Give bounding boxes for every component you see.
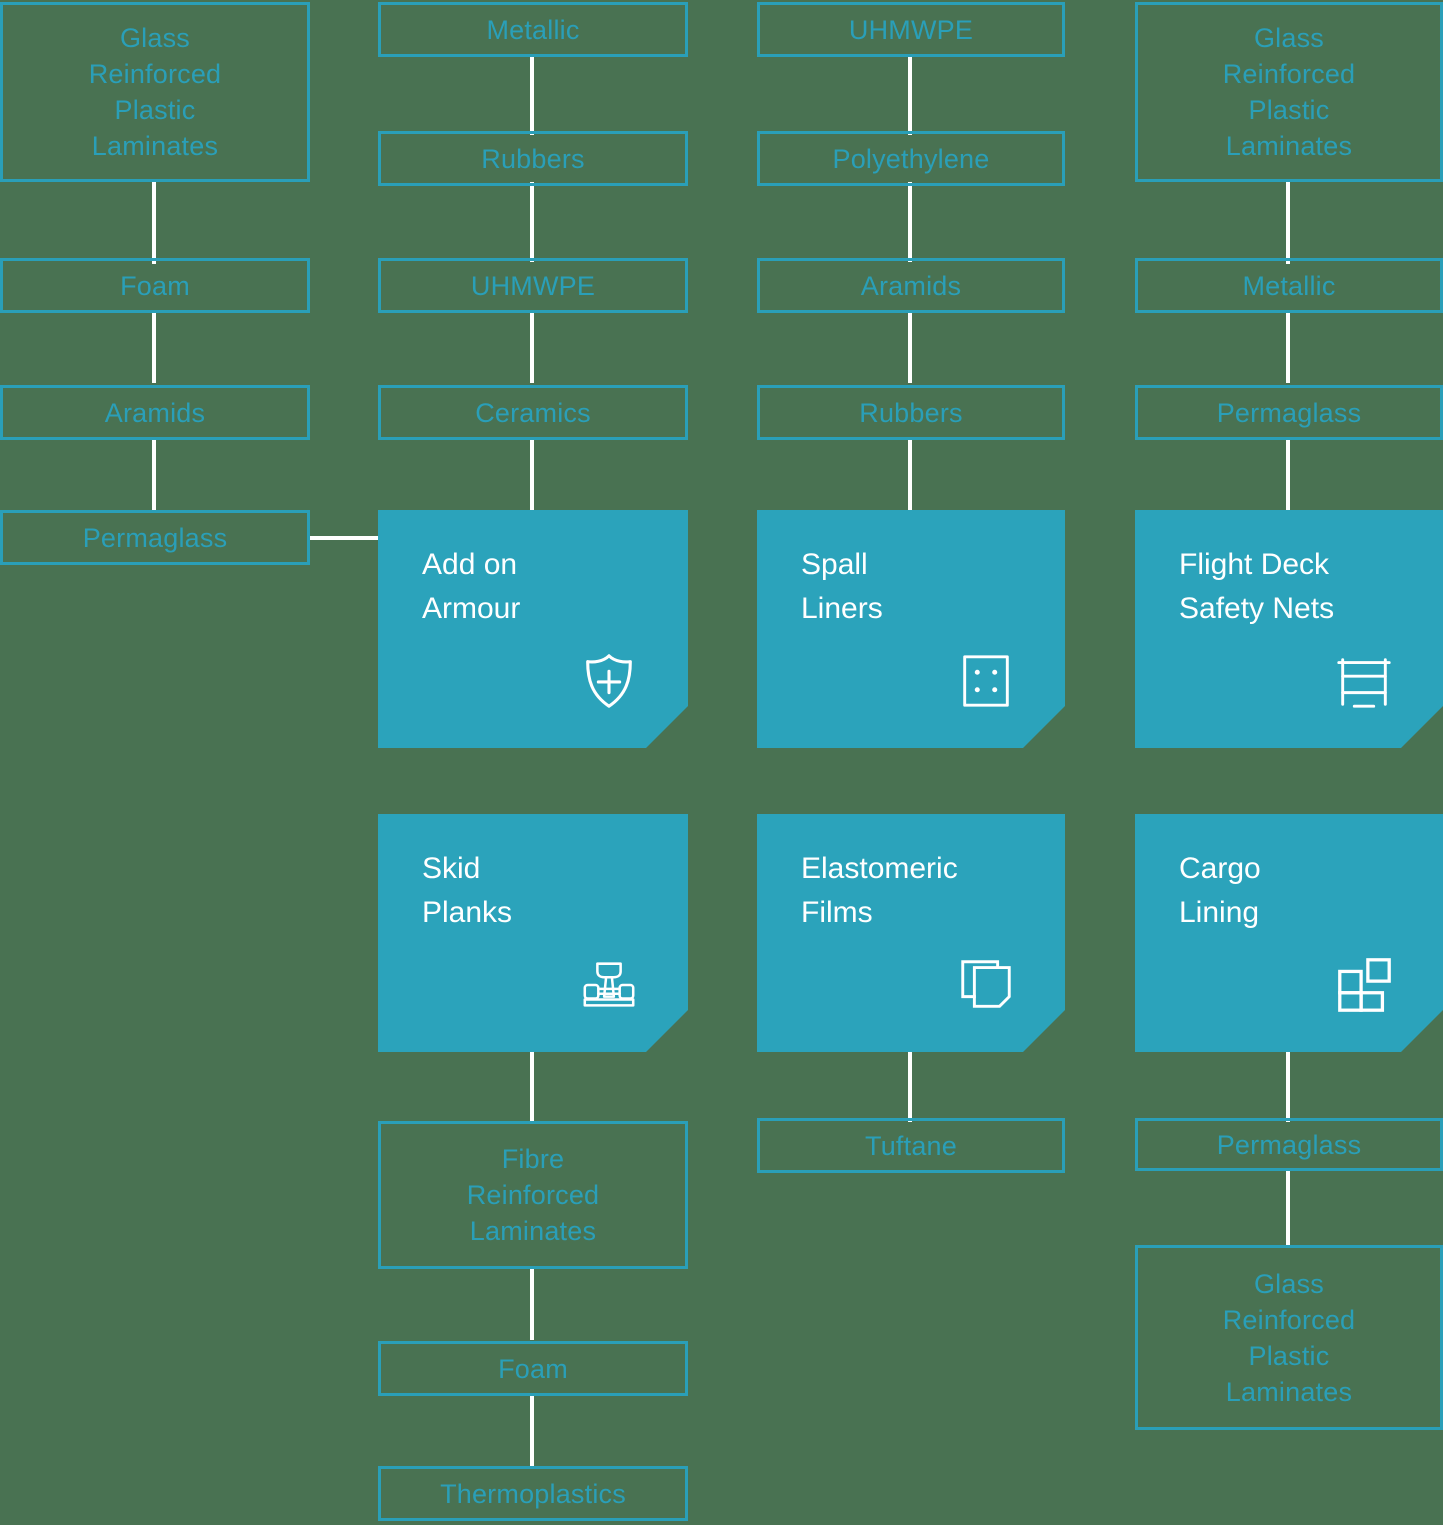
- product-card-flight-deck-safety-nets[interactable]: Flight Deck Safety Nets: [1135, 510, 1443, 748]
- product-card-title: Skid Planks: [422, 852, 513, 929]
- connector-c4-2-3: [1286, 311, 1290, 383]
- material-box-permaglass-c4-lower[interactable]: Permaglass: [1135, 1118, 1443, 1171]
- connector-c3-1-2: [908, 55, 912, 135]
- connector-c3-rubbers-to-spallliners: [908, 438, 912, 514]
- cargo-tiles-icon: [1333, 954, 1395, 1016]
- material-box-tuftane[interactable]: Tuftane: [757, 1118, 1065, 1173]
- safety-net-icon: [1333, 650, 1395, 712]
- product-card-title: Add on Armour: [422, 548, 521, 625]
- shield-plus-icon: [578, 650, 640, 712]
- material-box-permaglass[interactable]: Permaglass: [0, 510, 310, 565]
- product-card-add-on-armour[interactable]: Add on Armour: [378, 510, 688, 748]
- connector-c2-3-4: [530, 311, 534, 383]
- material-box-rubbers[interactable]: Rubbers: [378, 131, 688, 186]
- product-card-title: Spall Liners: [801, 548, 883, 625]
- film-sheets-icon: [955, 954, 1017, 1016]
- product-card-spall-liners[interactable]: Spall Liners: [757, 510, 1065, 748]
- material-box-metallic-c4[interactable]: Metallic: [1135, 258, 1443, 313]
- material-box-permaglass-c4[interactable]: Permaglass: [1135, 385, 1443, 440]
- connector-c2-fibre-to-foam: [530, 1266, 534, 1340]
- material-box-ceramics[interactable]: Ceramics: [378, 385, 688, 440]
- connector-c1-2-3: [152, 311, 156, 383]
- connector-c2-skidplanks-to-fibre: [530, 1048, 534, 1124]
- spall-liner-icon: [955, 650, 1017, 712]
- material-box-aramids[interactable]: Aramids: [0, 385, 310, 440]
- connector-c4-cargolining-to-permaglass: [1286, 1048, 1290, 1122]
- connector-c2-1-2: [530, 55, 534, 135]
- material-box-uhmwpe[interactable]: UHMWPE: [378, 258, 688, 313]
- product-card-title: Flight Deck Safety Nets: [1179, 548, 1335, 625]
- connector-c3-2-3: [908, 182, 912, 262]
- connector-c4-permaglass-to-flightdeck: [1286, 438, 1290, 514]
- connector-c3-films-to-tuftane: [908, 1048, 912, 1122]
- connector-c3-3-4: [908, 311, 912, 383]
- material-box-foam-lower[interactable]: Foam: [378, 1341, 688, 1396]
- product-card-elastomeric-films[interactable]: Elastomeric Films: [757, 814, 1065, 1052]
- material-box-aramids-c3[interactable]: Aramids: [757, 258, 1065, 313]
- material-box-glass-reinforced-plastic-laminates-c4-lower[interactable]: Glass Reinforced Plastic Laminates: [1135, 1245, 1443, 1430]
- material-box-fibre-reinforced-laminates[interactable]: Fibre Reinforced Laminates: [378, 1121, 688, 1269]
- connector-c2-ceramics-to-addonarmour: [530, 438, 534, 514]
- connector-c2-foam-to-thermoplastics: [530, 1394, 534, 1468]
- connector-c4-1-2: [1286, 182, 1290, 264]
- material-box-rubbers-c3[interactable]: Rubbers: [757, 385, 1065, 440]
- connector-c1-1-2: [152, 182, 156, 264]
- skid-planks-icon: [578, 954, 640, 1016]
- product-card-cargo-lining[interactable]: Cargo Lining: [1135, 814, 1443, 1052]
- material-box-thermoplastics[interactable]: Thermoplastics: [378, 1466, 688, 1521]
- connector-c1-permaglass-to-addonarmour: [308, 536, 382, 540]
- connector-c2-2-3: [530, 182, 534, 262]
- material-box-glass-reinforced-plastic-laminates[interactable]: Glass Reinforced Plastic Laminates: [0, 2, 310, 182]
- connector-c1-3-4: [152, 438, 156, 510]
- product-card-skid-planks[interactable]: Skid Planks: [378, 814, 688, 1052]
- material-box-uhmwpe-c3[interactable]: UHMWPE: [757, 2, 1065, 57]
- connector-c4-permaglass-to-grpl: [1286, 1171, 1290, 1245]
- material-box-metallic[interactable]: Metallic: [378, 2, 688, 57]
- product-card-title: Cargo Lining: [1179, 852, 1261, 929]
- material-box-glass-reinforced-plastic-laminates-c4[interactable]: Glass Reinforced Plastic Laminates: [1135, 2, 1443, 182]
- material-box-polyethylene[interactable]: Polyethylene: [757, 131, 1065, 186]
- product-card-title: Elastomeric Films: [801, 852, 958, 929]
- material-box-foam[interactable]: Foam: [0, 258, 310, 313]
